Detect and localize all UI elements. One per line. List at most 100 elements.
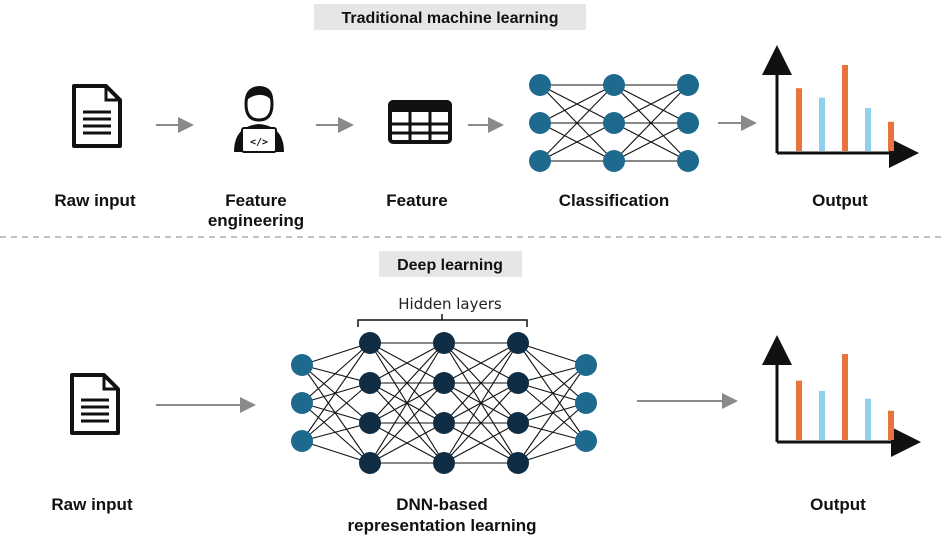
network-node — [507, 412, 529, 434]
network-node — [603, 112, 625, 134]
network-node — [529, 74, 551, 96]
network-node — [677, 112, 699, 134]
network-edges — [539, 84, 689, 162]
network-edge — [539, 84, 615, 162]
network-node — [359, 412, 381, 434]
traditional-title-background — [314, 4, 586, 30]
network-edge — [369, 342, 445, 424]
network-edge — [443, 342, 519, 464]
network-node — [507, 452, 529, 474]
network-edge — [369, 382, 445, 464]
network-edge — [517, 382, 587, 442]
network-edge — [301, 402, 371, 464]
svg-text:</>: </> — [250, 137, 268, 148]
network-edge — [301, 342, 371, 442]
network-edge — [517, 402, 587, 464]
label-raw-input: Raw input — [54, 191, 136, 210]
network-edge — [517, 382, 587, 404]
network-node — [677, 74, 699, 96]
table-grid-icon — [388, 100, 452, 144]
network-edge — [517, 440, 587, 464]
network-edge — [517, 342, 587, 366]
network-node — [507, 332, 529, 354]
label-output: Output — [810, 495, 866, 514]
bar-chart-icon — [762, 45, 919, 168]
network-edge — [517, 342, 587, 404]
network-edge — [517, 364, 587, 384]
network-node — [433, 412, 455, 434]
network-node — [507, 372, 529, 394]
output-bar — [865, 108, 871, 151]
network-node — [291, 354, 313, 376]
network-node — [575, 354, 597, 376]
label-feature-engineering-line1: Feature — [225, 191, 286, 210]
network-edge — [517, 422, 587, 442]
network-node — [603, 150, 625, 172]
network-edge — [369, 342, 445, 464]
network-node — [677, 150, 699, 172]
output-bar — [888, 410, 894, 440]
network-node — [359, 372, 381, 394]
network-edge — [613, 84, 689, 124]
network-edge — [539, 122, 615, 162]
network-edge — [517, 364, 587, 464]
network-node — [529, 150, 551, 172]
network-node — [291, 430, 313, 452]
network-node — [291, 392, 313, 414]
network-edge — [517, 342, 587, 442]
network-edge — [301, 422, 371, 442]
network-edge — [443, 342, 519, 424]
network-node — [433, 372, 455, 394]
label-classification: Classification — [559, 191, 670, 210]
network-edge — [301, 364, 371, 384]
network-node — [529, 112, 551, 134]
network-edge — [369, 342, 445, 384]
network-node — [359, 452, 381, 474]
network-edges — [301, 342, 587, 464]
traditional-section: Traditional machine learning </> — [54, 4, 919, 230]
network-edge — [301, 342, 371, 366]
output-bar — [819, 390, 825, 440]
network-edge — [301, 382, 371, 404]
network-node — [603, 74, 625, 96]
neural-network-icon — [529, 74, 699, 172]
network-node — [575, 430, 597, 452]
hidden-layers-bracket — [357, 314, 528, 327]
engineer-laptop-icon: </> — [234, 86, 284, 153]
label-dnn-line2: representation learning — [348, 516, 537, 535]
output-bar — [865, 398, 871, 440]
network-edge — [443, 342, 519, 384]
network-edge — [539, 84, 615, 124]
output-bar — [842, 65, 848, 151]
output-bar — [819, 97, 825, 151]
network-node — [359, 332, 381, 354]
network-edge — [369, 422, 445, 464]
network-node — [433, 332, 455, 354]
network-edge — [517, 402, 587, 424]
output-bar — [796, 380, 802, 440]
document-icon — [72, 84, 122, 148]
deep-title-background — [379, 251, 522, 277]
label-dnn-line1: DNN-based — [396, 495, 488, 514]
network-edge — [301, 364, 371, 464]
network-edge — [301, 402, 371, 424]
deep-section: Deep learning Hidden layers Raw in — [51, 251, 921, 535]
label-output: Output — [812, 191, 868, 210]
network-edge — [301, 342, 371, 404]
network-node — [575, 392, 597, 414]
hidden-layers-label: Hidden layers — [398, 295, 502, 313]
deep-title: Deep learning — [397, 257, 503, 274]
network-edge — [613, 122, 689, 162]
network-edge — [301, 364, 371, 424]
label-raw-input: Raw input — [51, 495, 133, 514]
output-bar — [888, 121, 894, 151]
label-feature: Feature — [386, 191, 447, 210]
label-feature-engineering-line2: engineering — [208, 211, 304, 230]
network-edge — [301, 440, 371, 464]
network-node — [433, 452, 455, 474]
document-icon — [70, 373, 120, 435]
network-edge — [301, 382, 371, 442]
bar-chart-icon — [762, 335, 921, 457]
output-bar — [796, 88, 802, 151]
